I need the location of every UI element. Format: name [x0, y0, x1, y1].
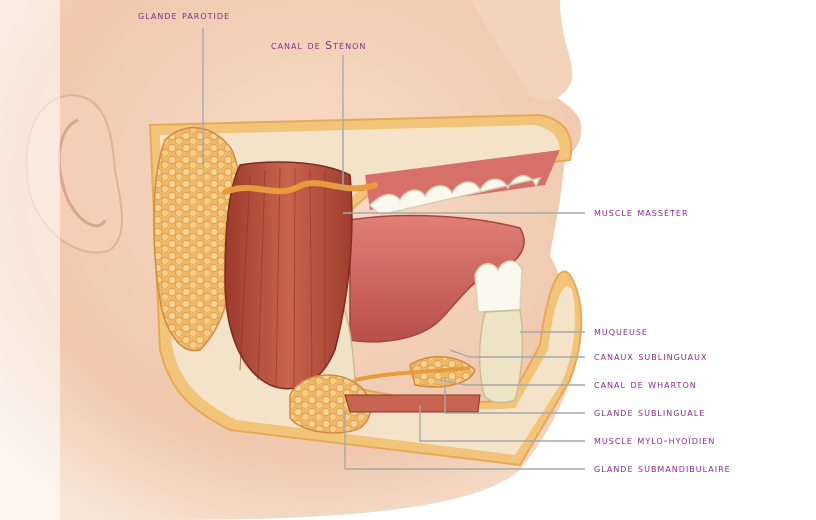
masseter-muscle [225, 162, 352, 389]
label-canal-stenon: canal de Sténon [271, 39, 366, 52]
label-muqueuse: muqueuse [594, 325, 648, 338]
label-glande-sublinguale: glande sublinguale [594, 406, 705, 419]
label-canaux-sublinguaux: canaux sublinguaux [594, 350, 707, 363]
label-muscle-masseter: muscle masséter [594, 206, 689, 219]
mylohyoid-muscle [345, 395, 480, 412]
label-muscle-mylo-hyoidien: muscle mylo-hyoïdien [594, 434, 715, 447]
label-canal-wharton: canal de wharton [594, 378, 697, 391]
label-glande-parotide: glande parotide [138, 9, 230, 22]
label-glande-submandibulaire: glande submandibulaire [594, 462, 731, 475]
